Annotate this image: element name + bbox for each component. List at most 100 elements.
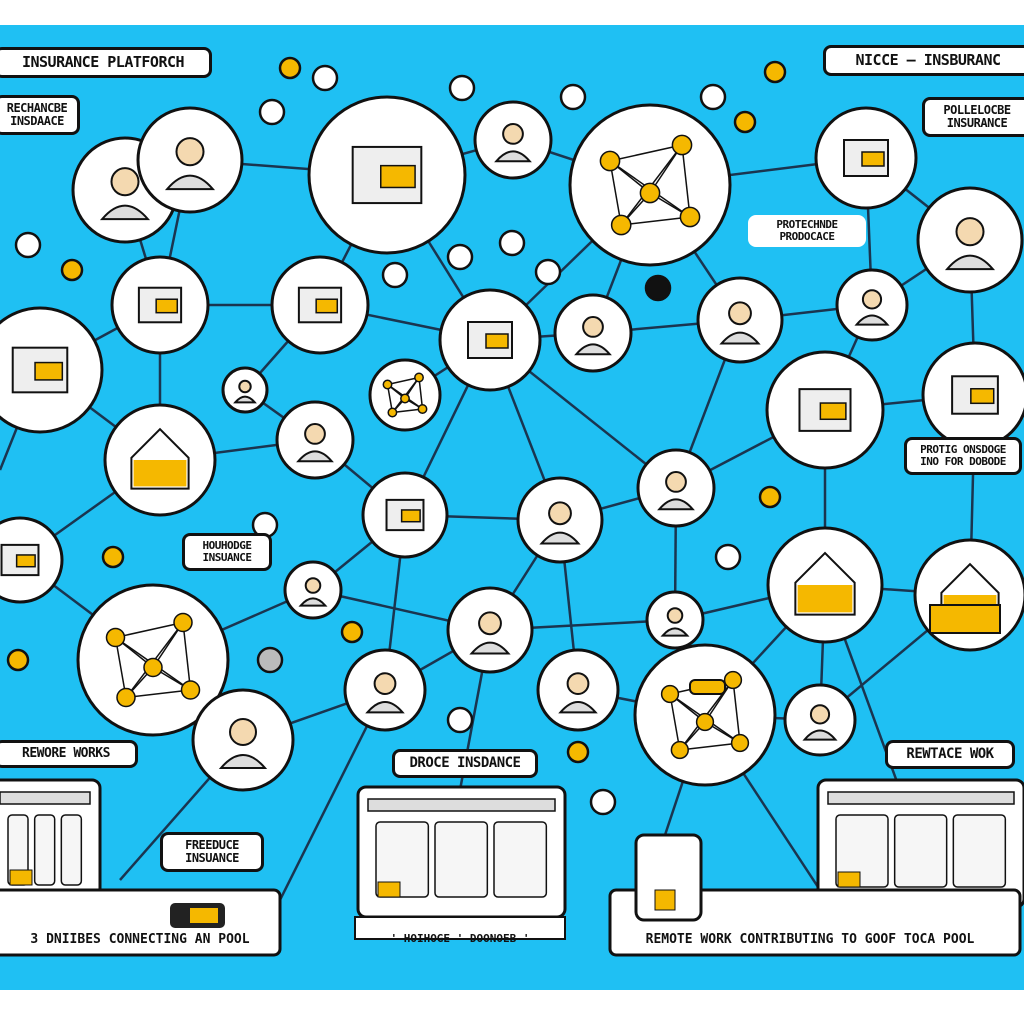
connector-dot (644, 274, 672, 302)
right-laptop-address-bar (827, 791, 1015, 805)
drone-icon (689, 679, 726, 695)
network-point-icon (610, 214, 632, 236)
network-point-icon (679, 206, 701, 228)
connector-dot (381, 261, 409, 289)
network-point-icon (116, 687, 136, 708)
center-laptop-card (375, 821, 430, 898)
connector-dot (256, 646, 284, 674)
connector-dot (763, 60, 787, 84)
house-fill-icon (797, 585, 853, 613)
network-point-icon (143, 657, 163, 678)
package-label-icon (15, 554, 36, 568)
package-label-icon (861, 151, 885, 167)
left-laptop-card (33, 814, 56, 886)
person-head-icon (665, 471, 687, 493)
connector-dot (60, 258, 84, 282)
person-body-icon (494, 150, 532, 163)
network-link-icon (115, 621, 184, 639)
network-point-icon (382, 379, 393, 390)
network-point-icon (180, 680, 201, 700)
network-link-icon (732, 679, 741, 744)
right-laptop-card (952, 814, 1007, 888)
network-link-icon (182, 622, 192, 691)
person-head-icon (728, 301, 752, 326)
person-body-icon (944, 254, 996, 271)
network-link-icon (679, 742, 741, 751)
right-laptop-card (835, 814, 889, 888)
mid-left-label: HOUHODGE INSUANCE (182, 533, 272, 572)
person-body-icon (574, 343, 612, 356)
person-head-icon (304, 577, 322, 594)
caption-center: ' HOIHOGE ' DOONOEB ' (390, 932, 530, 945)
network-graph (0, 56, 1024, 957)
connector-dot (733, 110, 757, 134)
network-point-icon (414, 372, 424, 383)
connector-dot (498, 229, 526, 257)
caption-right: REMOTE WORK CONTRIBUTING TO GOOF TOCA PO… (645, 932, 975, 947)
network-point-icon (173, 612, 193, 633)
package-label-icon (34, 361, 64, 381)
network-point-icon (670, 740, 689, 760)
person-body-icon (660, 627, 690, 637)
connector-dot (534, 258, 562, 286)
connector-dot (446, 243, 474, 271)
person-body-icon (539, 531, 581, 545)
person-body-icon (657, 498, 695, 511)
network-point-icon (387, 407, 398, 418)
top-right-sub-label: POLLELOCBE INSURANCE (922, 97, 1024, 138)
person-head-icon (175, 137, 205, 167)
person-head-icon (582, 316, 604, 338)
center-laptop-accent-icon (377, 881, 401, 898)
connector-dot (278, 56, 302, 80)
person-body-icon (719, 331, 761, 345)
person-body-icon (164, 174, 216, 191)
right-laptop-card (893, 814, 948, 888)
connector-dot (758, 485, 782, 509)
person-head-icon (110, 167, 140, 197)
top-left-sub-label: RECHANCBE INSDAACE (0, 95, 80, 136)
center-laptop-base (354, 916, 566, 940)
person-head-icon (566, 672, 590, 695)
connector-dot (446, 706, 474, 734)
person-head-icon (666, 607, 684, 624)
network-point-icon (417, 404, 428, 414)
person-body-icon (854, 314, 890, 326)
person-body-icon (233, 395, 257, 404)
network-link-icon (621, 216, 691, 226)
left-laptop-accent-icon (9, 869, 33, 886)
network-link-icon (609, 160, 622, 226)
package-label-icon (400, 509, 421, 523)
center-laptop-address-bar (367, 798, 556, 812)
tablet-accent-icon (654, 889, 676, 911)
right-laptop-accent-icon (837, 871, 861, 888)
network-point-icon (639, 182, 661, 204)
person-body-icon (99, 204, 151, 221)
person-head-icon (548, 501, 572, 526)
person-head-icon (373, 672, 397, 695)
remote-work-right-label: REWTACE WOK (885, 740, 1015, 770)
left-laptop-address-bar (0, 791, 91, 805)
network-link-icon (681, 144, 691, 218)
person-body-icon (558, 701, 598, 714)
person-body-icon (296, 450, 334, 463)
network-link-icon (418, 377, 424, 410)
drone-insurance-label: DROCE INSDANCE (392, 749, 538, 779)
network-link-icon (387, 376, 420, 386)
network-illustration: INSURANCE PLATFORCH RECHANCBE INSDAACE N… (0, 25, 1024, 990)
connector-dot (6, 648, 30, 672)
drone-box-icon (929, 604, 1001, 634)
right-lower-label: PROTIG ONSDOGE INO FOR DOBODE (904, 437, 1022, 476)
connector-dot (566, 740, 590, 764)
top-right-title-label: NICCE — INSBURANC (823, 45, 1024, 76)
freelance-label: FREEDUCE INSUANCE (160, 832, 264, 873)
person-body-icon (218, 754, 268, 769)
package-label-icon (970, 388, 995, 405)
connector-dot (714, 543, 742, 571)
network-point-icon (695, 712, 715, 732)
connector-dot (311, 64, 339, 92)
connector-dot (559, 83, 587, 111)
network-link-icon (669, 693, 681, 751)
mid-right-label: PROTECHNDE PRODOCACE (748, 215, 866, 248)
left-laptop-card (60, 814, 83, 886)
person-head-icon (304, 423, 326, 445)
